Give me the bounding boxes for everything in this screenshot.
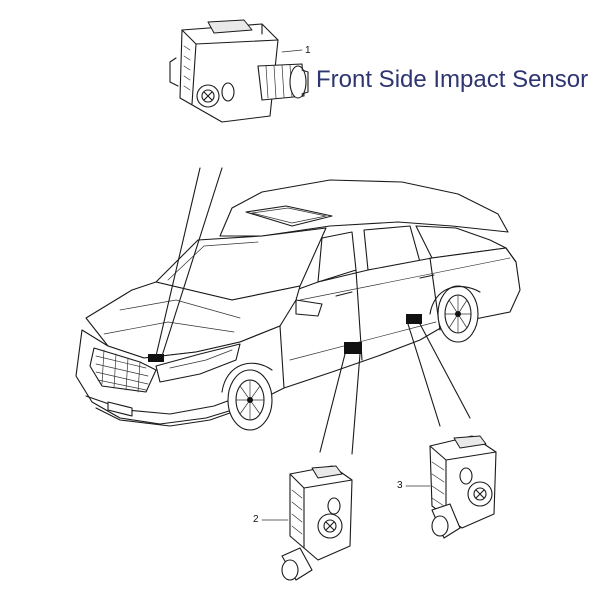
callout-2: 2 (253, 514, 259, 525)
sensor-3-illustration (405, 435, 497, 539)
sensor-2-illustration (261, 465, 353, 581)
diagram-title: Front Side Impact Sensor (316, 66, 589, 93)
car-illustration (75, 179, 521, 431)
callout-1: 1 (305, 45, 311, 56)
pointer-lines (155, 167, 471, 455)
sensor-1-illustration (169, 19, 309, 123)
callout-3: 3 (397, 480, 403, 491)
